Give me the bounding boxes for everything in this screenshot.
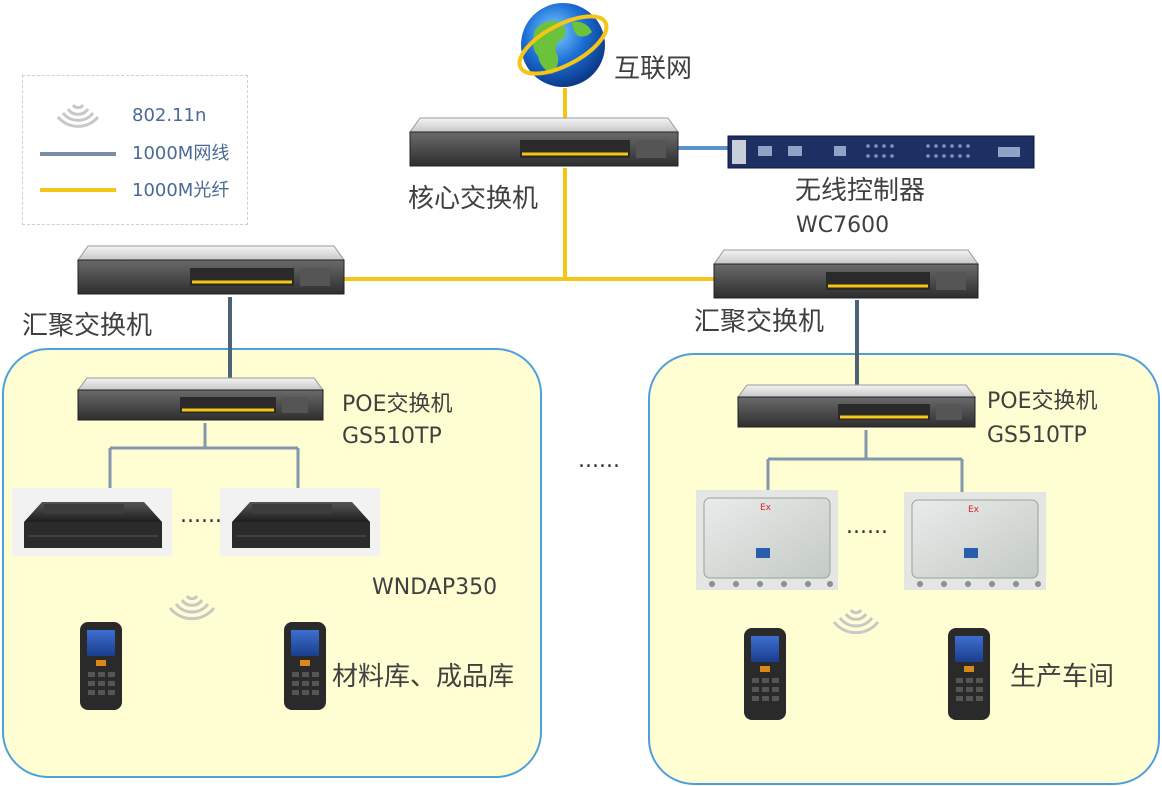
legend xyxy=(22,75,248,225)
access-point-left-2-icon xyxy=(220,488,380,556)
core-switch-icon xyxy=(409,117,679,167)
aggregation-right-label: 汇聚交换机 xyxy=(694,307,825,337)
access-point-right-2-icon: Ex xyxy=(904,492,1046,590)
aggregation-left-label: 汇聚交换机 xyxy=(22,311,153,341)
core-switch-label: 核心交换机 xyxy=(408,184,539,214)
ap-model-left-label: WNDAP350 xyxy=(372,575,498,600)
access-point-left-1-icon xyxy=(12,488,172,556)
legend-fiber-label: 1000M光纤 xyxy=(132,180,230,201)
wifi-right-icon xyxy=(832,608,880,635)
wifi-left-icon xyxy=(168,594,216,621)
ellipsis-middle: ...... xyxy=(578,448,620,473)
poe-switch-right-icon xyxy=(737,384,976,428)
svg-text:Ex: Ex xyxy=(760,503,772,513)
legend-cable-label: 1000M网线 xyxy=(132,143,230,164)
poe-right-name-label: POE交换机 xyxy=(987,389,1098,414)
ellipsis-left: ...... xyxy=(180,503,222,528)
fiber-links xyxy=(340,88,718,281)
handheld-terminal-left-2-icon xyxy=(284,622,326,710)
controller-name-label: 无线控制器 xyxy=(795,176,926,206)
aggregation-switch-left-icon xyxy=(77,245,345,295)
aggregation-switch-right-icon xyxy=(713,249,979,299)
poe-switch-left-icon xyxy=(77,377,324,421)
handheld-terminal-right-1-icon xyxy=(744,628,786,720)
handheld-terminal-right-2-icon xyxy=(948,628,990,720)
zone-left-label: 材料库、成品库 xyxy=(332,662,515,692)
poe-right-model-label: GS510TP xyxy=(987,423,1087,448)
svg-text:Ex: Ex xyxy=(968,505,980,515)
legend-wireless-label: 802.11n xyxy=(132,105,207,126)
poe-left-name-label: POE交换机 xyxy=(342,392,453,417)
ellipsis-right: ...... xyxy=(846,514,888,539)
cable-links xyxy=(228,297,859,387)
internet-globe-icon xyxy=(517,3,609,87)
handheld-terminal-left-1-icon xyxy=(80,622,122,710)
access-point-right-1-icon: Ex xyxy=(696,490,838,590)
internet-label: 互联网 xyxy=(614,54,693,84)
wireless-controller-icon xyxy=(727,135,1035,169)
zone-right-label: 生产车间 xyxy=(1010,662,1115,692)
legend-wifi-icon xyxy=(56,103,100,128)
poe-left-model-label: GS510TP xyxy=(342,424,442,449)
poe-links xyxy=(108,423,964,495)
controller-model-label: WC7600 xyxy=(796,213,890,238)
